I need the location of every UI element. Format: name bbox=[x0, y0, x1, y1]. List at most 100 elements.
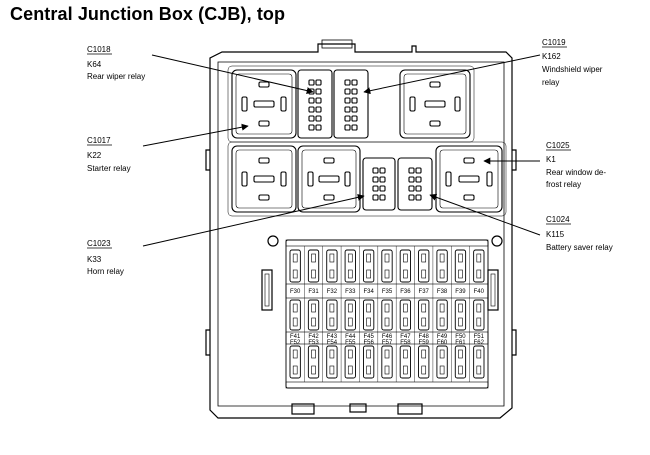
fuse-slot bbox=[418, 345, 430, 379]
callout-c1023: C1023 K33 Horn relay bbox=[87, 239, 124, 276]
fuse-slot bbox=[289, 345, 301, 379]
fuse-label: F45 bbox=[363, 334, 374, 340]
callout-code: K1 bbox=[546, 155, 556, 164]
callout-connector: C1019 bbox=[542, 38, 566, 47]
fuse-slot bbox=[381, 345, 393, 379]
callout-name-line2: relay bbox=[542, 78, 559, 87]
callout-name: Battery saver relay bbox=[546, 243, 613, 252]
leader-c1017 bbox=[142, 123, 249, 147]
leader-c1024 bbox=[429, 193, 541, 236]
cjb-inner-rim bbox=[217, 61, 505, 407]
relay-c1025-rear-defrost bbox=[435, 145, 503, 213]
relay-block-frame-top bbox=[227, 65, 475, 143]
callout-c1017: C1017 K22 Starter relay bbox=[87, 136, 131, 173]
relay-c1023-horn bbox=[362, 157, 396, 211]
relay-large-top-right bbox=[399, 69, 471, 139]
fuse-slot bbox=[473, 299, 485, 331]
fuse-label: F58 bbox=[400, 340, 411, 346]
fuse-slot bbox=[418, 249, 430, 283]
callout-name: Rear window de- bbox=[546, 168, 606, 177]
fuse-label: F55 bbox=[345, 340, 356, 346]
cjb-housing bbox=[209, 43, 513, 419]
fuse-label: F50 bbox=[455, 334, 466, 340]
fuse-slot bbox=[399, 249, 411, 283]
side-slot-right bbox=[487, 269, 499, 311]
callout-name: Windshield wiper bbox=[542, 65, 603, 74]
fuse-slot bbox=[289, 249, 301, 283]
fuse-label: F52 bbox=[290, 340, 301, 346]
fuse-label: F37 bbox=[419, 289, 430, 295]
diagram-title: Central Junction Box (CJB), top bbox=[10, 4, 286, 24]
fuse-label: F54 bbox=[327, 340, 338, 346]
callout-name: Rear wiper relay bbox=[87, 72, 145, 81]
callout-connector: C1018 bbox=[87, 45, 111, 54]
fuse-slot bbox=[363, 249, 375, 283]
fuse-slot bbox=[473, 345, 485, 379]
fuse-slot bbox=[436, 299, 448, 331]
fuse-slot bbox=[363, 345, 375, 379]
fuse-slot bbox=[344, 249, 356, 283]
mounting-hole-right bbox=[491, 235, 503, 247]
fuse-slot bbox=[326, 299, 338, 331]
callout-c1024: C1024 K115 Battery saver relay bbox=[546, 215, 613, 252]
fuse-label: F51 bbox=[474, 334, 485, 340]
fuse-label-band-1 bbox=[285, 283, 489, 299]
fuse-slot bbox=[454, 249, 467, 283]
fuse-label: F57 bbox=[382, 340, 393, 346]
callout-code: K115 bbox=[546, 230, 565, 239]
fuse-label: F34 bbox=[363, 289, 374, 295]
callout-c1018: C1018 K64 Rear wiper relay bbox=[87, 45, 145, 81]
callout-code: K64 bbox=[87, 60, 102, 69]
fuse-slot bbox=[436, 345, 448, 379]
fuse-slot bbox=[307, 345, 320, 379]
callout-code: K22 bbox=[87, 151, 102, 160]
fuse-slot bbox=[344, 345, 356, 379]
fuse-label: F38 bbox=[437, 289, 448, 295]
relay-c1019-windshield-wiper bbox=[333, 69, 369, 139]
callout-code: K33 bbox=[87, 255, 102, 264]
fuse-slot bbox=[399, 345, 411, 379]
mounting-hole-left bbox=[267, 235, 279, 247]
relay-c1017-starter bbox=[231, 69, 297, 139]
leader-c1023 bbox=[142, 193, 365, 247]
fuse-label: F33 bbox=[345, 289, 356, 295]
side-slot-left bbox=[261, 269, 273, 311]
fuse-slot bbox=[307, 249, 320, 283]
fuse-label: F41 bbox=[290, 334, 301, 340]
fuse-label: F35 bbox=[382, 289, 393, 295]
fuse-label: F49 bbox=[437, 334, 448, 340]
fuse-slot bbox=[436, 249, 448, 283]
callout-code: K162 bbox=[542, 52, 561, 61]
callout-connector: C1023 bbox=[87, 239, 111, 248]
callout-connector: C1024 bbox=[546, 215, 570, 224]
fuse-label: F30 bbox=[290, 289, 301, 295]
fuse-label: F40 bbox=[474, 289, 485, 295]
relay-block-frame-mid bbox=[227, 141, 507, 217]
fuse-label: F61 bbox=[455, 340, 466, 346]
fuse-label: F46 bbox=[382, 334, 393, 340]
fuse-slot bbox=[326, 249, 338, 283]
callout-c1019: C1019 K162 Windshield wiper relay bbox=[542, 38, 603, 87]
fuse-label: F36 bbox=[400, 289, 411, 295]
callout-connector: C1025 bbox=[546, 141, 570, 150]
fuse-label: F47 bbox=[400, 334, 411, 340]
fuse-slot bbox=[454, 345, 467, 379]
fuse-label: F42 bbox=[308, 334, 319, 340]
fuse-slot bbox=[344, 299, 356, 331]
fuse-label: F32 bbox=[327, 289, 338, 295]
fuse-slot bbox=[473, 249, 485, 283]
fuse-slot bbox=[381, 299, 393, 331]
callout-name-line2: frost relay bbox=[546, 180, 581, 189]
relay-c1024-battery-saver bbox=[397, 157, 433, 211]
callout-name: Horn relay bbox=[87, 267, 124, 276]
fuse-slot bbox=[399, 299, 411, 331]
callout-c1025: C1025 K1 Rear window de- frost relay bbox=[546, 141, 606, 189]
fuse-slot bbox=[418, 299, 430, 331]
fuse-slot bbox=[454, 299, 467, 331]
callout-name: Starter relay bbox=[87, 164, 131, 173]
relay-large-mid-center bbox=[297, 145, 361, 213]
fuse-slot bbox=[326, 345, 338, 379]
fuse-label: F56 bbox=[363, 340, 374, 346]
fuse-label: F43 bbox=[327, 334, 338, 340]
